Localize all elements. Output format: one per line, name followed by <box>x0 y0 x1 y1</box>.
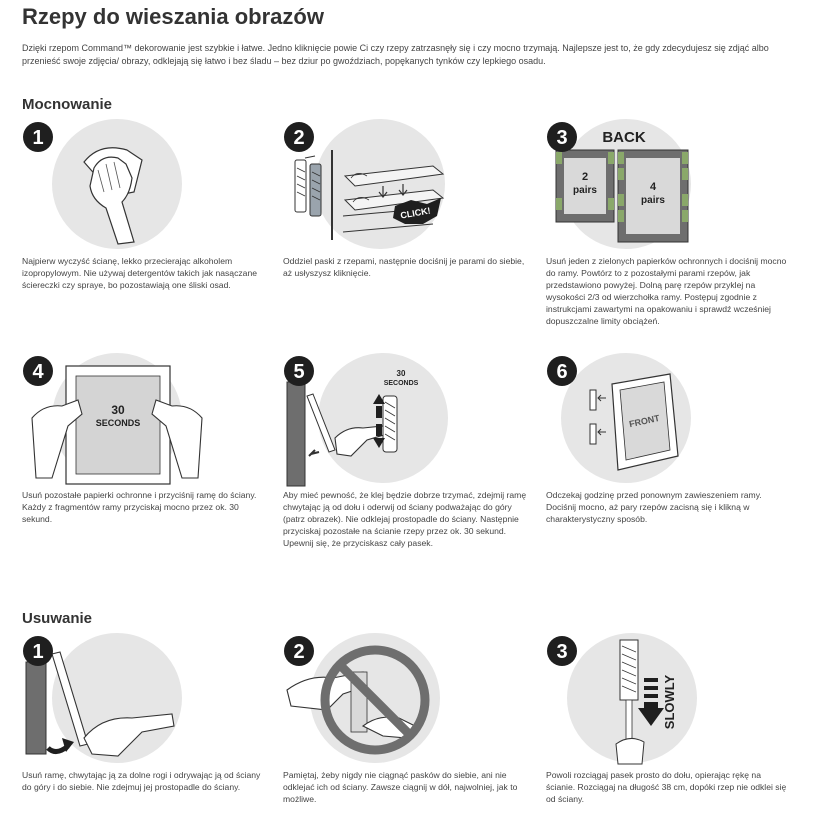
hand-icon <box>334 425 388 457</box>
removal-step-2: 2 Pamiętaj, żeby nigdy nie ciągnąć paskó… <box>283 633 533 805</box>
mounting-step-6: FRONT 6 Odczekaj godzinę przed ponownym … <box>546 353 796 525</box>
page-title: Rzepy do wieszania obrazów <box>22 4 324 29</box>
left-hand-icon <box>31 399 83 479</box>
step-illustration: 1 <box>22 633 272 769</box>
slow-pull-illustration: SLOWLY 3 <box>547 633 697 765</box>
small-frame-count: 2 <box>582 171 588 183</box>
step-number: 5 <box>293 361 304 383</box>
seconds-number: 30 <box>111 403 125 417</box>
large-frame-count: 4 <box>650 181 657 193</box>
step-description: Odczekaj godzinę przed ponownym zawiesze… <box>546 490 762 524</box>
step-description: Usuń jeden z zielonych papierków ochronn… <box>546 256 787 326</box>
step-number: 3 <box>556 127 567 149</box>
step-number: 3 <box>556 641 567 663</box>
press-strip-illustration: 30 SECONDS 5 <box>284 353 448 487</box>
step-number-badge <box>284 122 314 152</box>
seconds-label: SECONDS <box>96 418 141 428</box>
remove-frame-illustration: 1 <box>23 633 182 763</box>
click-burst-icon <box>393 198 441 224</box>
step-illustration: 2 <box>283 633 533 769</box>
strip-icon <box>556 152 562 164</box>
mounting-step-3: BACK 2 pairs 4 pairs <box>546 119 796 327</box>
strip-icon <box>608 198 614 210</box>
step-number: 2 <box>293 641 304 663</box>
step-number-badge <box>547 356 577 386</box>
frame-back-illustration: BACK 2 pairs 4 pairs <box>547 119 691 249</box>
slowly-label: SLOWLY <box>662 674 677 729</box>
step-number: 2 <box>293 127 304 149</box>
strip-icon <box>556 198 562 210</box>
press-frame-illustration: 30 SECONDS 4 <box>23 353 203 485</box>
step-illustration: BACK 2 pairs 4 pairs <box>546 119 796 255</box>
wall-cleaning-illustration: 1 <box>23 119 182 249</box>
step-illustration: FRONT 6 <box>546 353 796 489</box>
step-number: 1 <box>32 127 43 149</box>
back-label: BACK <box>602 129 645 146</box>
step-illustration: SLOWLY 3 <box>546 633 796 769</box>
step-number-badge <box>547 636 577 666</box>
step-number-badge <box>23 356 53 386</box>
step-number: 1 <box>32 641 43 663</box>
step-illustration: 30 SECONDS 4 <box>22 353 272 489</box>
step-illustration: CLICK! 2 <box>283 119 533 255</box>
step-number: 6 <box>556 361 567 383</box>
step-number-badge <box>284 356 314 386</box>
hand-icon <box>83 713 175 757</box>
removal-step-1: 1 Usuń ramę, chwytając ją za dolne rogi … <box>22 633 272 793</box>
removal-step-3: SLOWLY 3 Powoli rozciągaj pasek prosto d… <box>546 633 796 805</box>
step-number-badge <box>284 636 314 666</box>
small-frame-unit: pairs <box>573 185 597 196</box>
hang-frame-illustration: FRONT 6 <box>547 353 691 483</box>
mounting-step-4: 30 SECONDS 4 Usuń pozostałe papierki och… <box>22 353 272 525</box>
wrong-removal-illustration: 2 <box>284 633 440 763</box>
step-number: 4 <box>32 361 44 383</box>
step-description: Najpierw wyczyść ścianę, lekko przeciera… <box>22 256 258 290</box>
step-description: Oddziel paski z rzepami, następnie dociś… <box>283 256 525 278</box>
strip-click-illustration: CLICK! 2 <box>284 119 445 249</box>
step-number-badge <box>547 122 577 152</box>
prohibited-icon <box>320 645 430 755</box>
mounting-step-2: CLICK! 2 Oddziel paski z rzepami, następ… <box>283 119 533 279</box>
illustration-circle <box>315 119 445 249</box>
down-arrow-icon <box>638 708 664 726</box>
step-illustration: 1 <box>22 119 272 255</box>
seconds-label: SECONDS <box>384 380 419 387</box>
step-description: Usuń pozostałe papierki ochronne i przyc… <box>22 490 257 524</box>
hand-icon <box>615 738 645 765</box>
strip-icon <box>608 152 614 164</box>
mounting-step-5: 30 SECONDS 5 Aby mieć pewność, że klej b… <box>283 353 533 549</box>
large-frame-unit: pairs <box>641 195 665 206</box>
step-number-badge <box>23 122 53 152</box>
mounting-step-1: 1 Najpierw wyczyść ścianę, lekko przecie… <box>22 119 272 291</box>
step-illustration: 30 SECONDS 5 <box>283 353 533 489</box>
hand-icon <box>89 156 135 245</box>
arrow-icon <box>62 738 74 752</box>
section-title-mounting: Mocnowanie <box>22 96 113 113</box>
step-description: Aby mieć pewność, że klej będzie dobrze … <box>283 490 527 548</box>
step-description: Pamiętaj, żeby nigdy nie ciągnąć pasków … <box>283 770 518 804</box>
step-number-badge <box>23 636 53 666</box>
intro-paragraph: Dzięki rzepom Command™ dekorowanie jest … <box>22 43 769 66</box>
step-description: Powoli rozciągaj pasek prosto do dołu, o… <box>546 770 787 804</box>
arrow-icon <box>373 438 385 448</box>
step-description: Usuń ramę, chwytając ją za dolne rogi i … <box>22 770 261 792</box>
seconds-number: 30 <box>397 369 406 378</box>
right-hand-icon <box>151 399 203 479</box>
section-title-removal: Usuwanie <box>22 610 93 627</box>
